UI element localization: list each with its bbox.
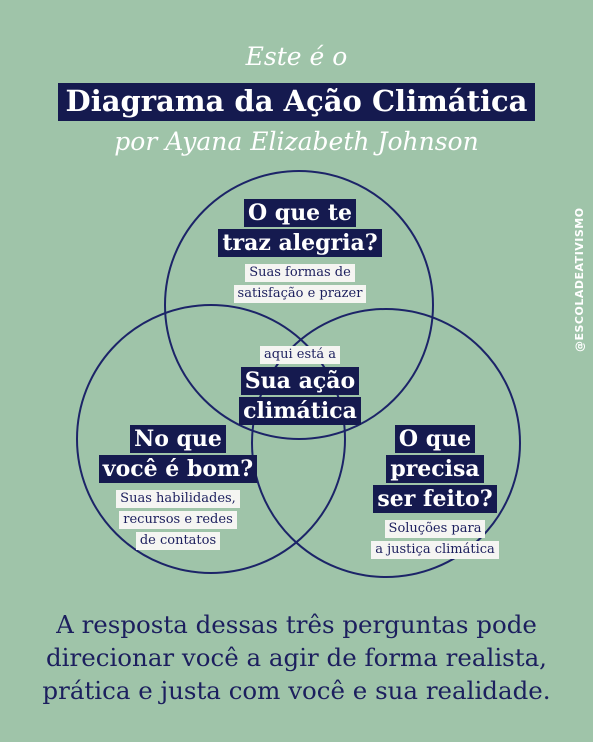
right-detail-line-1: Soluções para (384, 520, 486, 538)
top-question-line-2: traz alegria? (218, 229, 382, 257)
right-question-block: O que precisa ser feito? Soluções para a… (335, 424, 535, 559)
right-detail-line-2: a justiça climática (371, 541, 499, 559)
center-block: aqui está a Sua ação climática (200, 343, 400, 426)
footer-text: A resposta dessas três perguntas pode di… (0, 608, 593, 707)
footer-line-1: A resposta dessas três perguntas pode (56, 610, 537, 639)
footer-line-2: direcionar você a agir de forma realista… (46, 643, 547, 672)
author-byline: por Ayana Elizabeth Johnson (114, 127, 479, 156)
circle-skills (76, 304, 346, 574)
center-label-line-1: Sua ação (240, 367, 360, 395)
circle-needs (251, 308, 521, 578)
diagram-title: Diagrama da Ação Climática (57, 83, 536, 121)
center-intro: aqui está a (260, 346, 340, 364)
center-label-line-2: climática (239, 397, 361, 425)
title-wrap: Diagrama da Ação Climática (0, 83, 593, 121)
top-detail-line-2: satisfação e prazer (233, 285, 367, 303)
top-detail-line-1: Suas formas de (245, 264, 355, 282)
top-question-block: O que te traz alegria? Suas formas de sa… (190, 198, 410, 303)
left-question-line-2: você é bom? (98, 455, 258, 483)
left-question-line-1: No que (130, 425, 226, 453)
right-question-line-2: precisa (386, 455, 484, 483)
left-detail-line-1: Suas habilidades, (116, 490, 240, 508)
top-question-line-1: O que te (243, 199, 357, 227)
right-question-line-3: ser feito? (373, 485, 497, 513)
left-question-block: No que você é bom? Suas habilidades, rec… (78, 424, 278, 550)
footer-line-3: prática e justa com você e sua realidade… (42, 676, 551, 705)
left-detail-line-2: recursos e redes (119, 511, 237, 529)
circle-joy (164, 170, 434, 440)
left-detail-line-3: de contatos (135, 532, 221, 550)
right-question-line-1: O que (394, 425, 476, 453)
intro-text: Este é o (245, 42, 348, 71)
